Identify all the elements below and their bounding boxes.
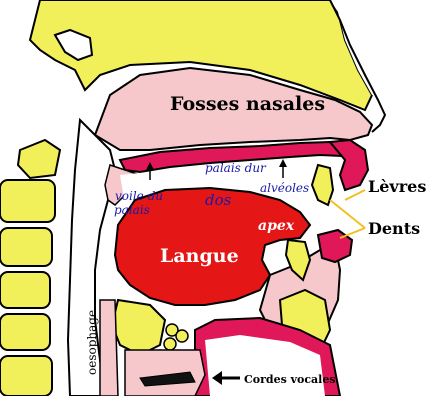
label-langue: Langue (160, 245, 239, 267)
vertebra-2 (0, 228, 52, 266)
label-oesophage: oesophage (85, 310, 99, 375)
label-apex: apex (258, 218, 295, 234)
label-levres: Lèvres (368, 177, 426, 196)
upper-lip (330, 140, 368, 190)
vertebra-5 (0, 356, 52, 396)
label-voile-du: voile du (115, 189, 163, 203)
larynx-cartilage (112, 300, 165, 355)
label-dos: dos (205, 191, 232, 209)
vertebra-3 (0, 272, 50, 308)
vocal-folds-area (125, 350, 205, 396)
vertebra-4 (0, 314, 50, 350)
label-palais-dur: palais dur (205, 161, 267, 175)
vertebra-1 (0, 180, 55, 222)
label-cordes-vocales: Cordes vocales (244, 373, 336, 386)
esophagus (100, 300, 118, 396)
label-fosses-nasales: Fosses nasales (170, 93, 325, 115)
vertebra-top (18, 140, 60, 178)
label-alveoles: alvéoles (260, 181, 309, 195)
label-dents: Dents (368, 219, 420, 238)
label-palais: palais (114, 203, 150, 217)
